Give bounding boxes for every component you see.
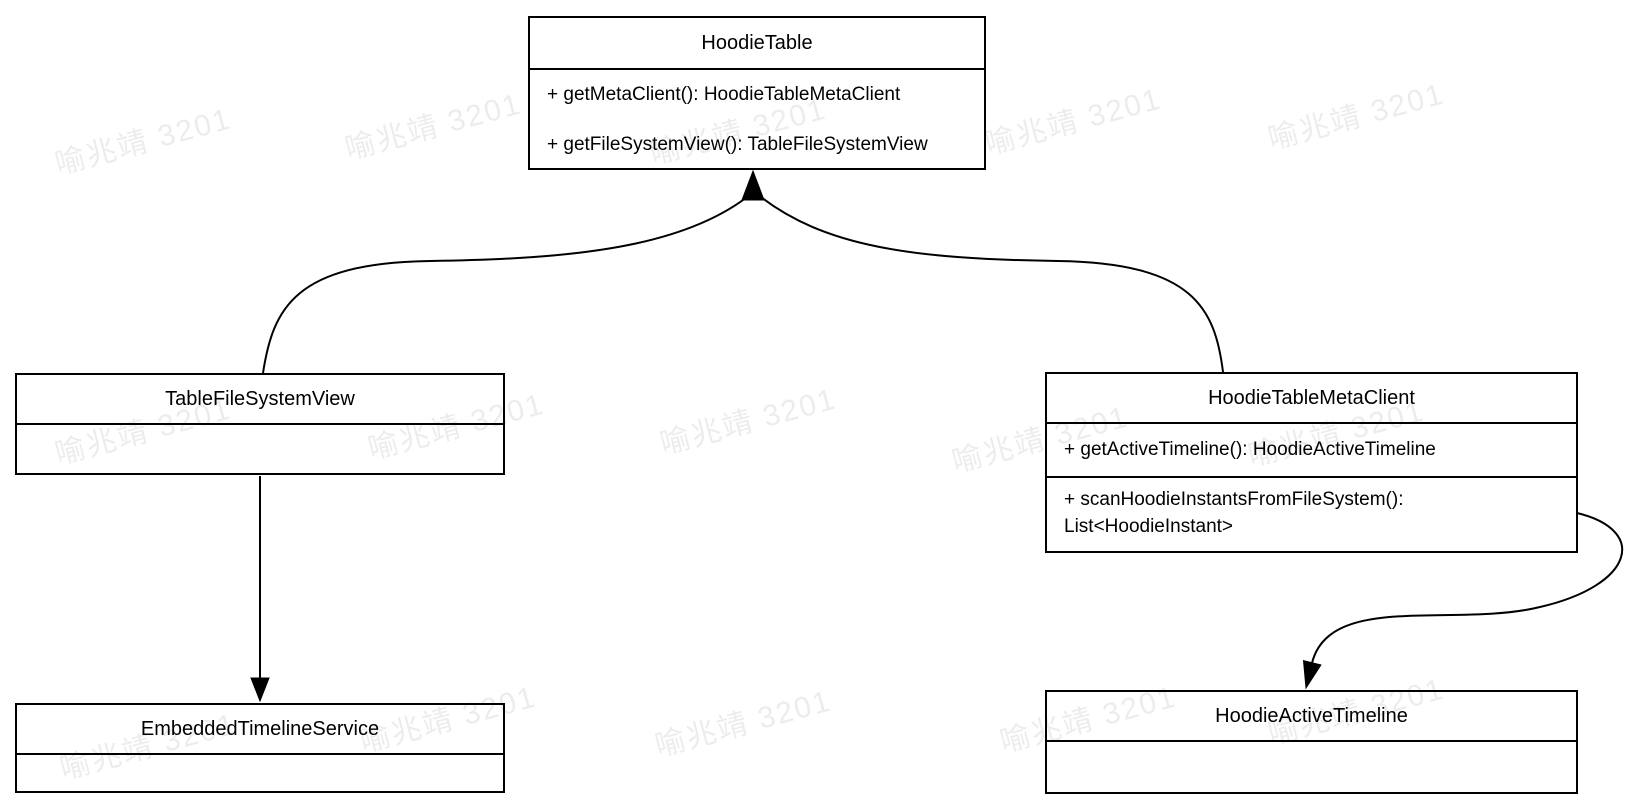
class-methods-compartment: + scanHoodieInstantsFromFileSystem(): Li… bbox=[1047, 476, 1576, 551]
class-title: TableFileSystemView bbox=[165, 387, 355, 410]
method-label: + getFileSystemView(): TableFileSystemVi… bbox=[547, 134, 928, 155]
class-box-tablefilesystemview: TableFileSystemView bbox=[15, 373, 505, 475]
arrowhead-hoodietable bbox=[741, 169, 765, 201]
method-label: + getActiveTimeline(): HoodieActiveTimel… bbox=[1064, 439, 1436, 460]
class-box-hoodietable: HoodieTable + getMetaClient(): HoodieTab… bbox=[528, 16, 986, 170]
arrowhead-embeddedtimelineservice bbox=[250, 677, 270, 703]
method-label: + getMetaClient(): HoodieTableMetaClient bbox=[547, 84, 901, 105]
class-title: HoodieActiveTimeline bbox=[1215, 704, 1408, 727]
arrow-tablefilesystemview-to-hoodietable bbox=[262, 193, 752, 374]
class-box-hoodietablemetaclient: HoodieTableMetaClient + getActiveTimelin… bbox=[1045, 372, 1578, 553]
arrowhead-hoodieactivetimeline bbox=[1302, 659, 1322, 690]
class-box-hoodieactivetimeline: HoodieActiveTimeline bbox=[1045, 690, 1578, 794]
class-empty-compartment bbox=[17, 753, 503, 789]
class-title: HoodieTable bbox=[701, 31, 813, 54]
class-empty-compartment bbox=[17, 423, 503, 471]
method-label: + scanHoodieInstantsFromFileSystem(): Li… bbox=[1064, 489, 1404, 537]
arrow-metaclient-to-hoodietable bbox=[756, 193, 1224, 373]
class-methods-compartment: + getMetaClient(): HoodieTableMetaClient… bbox=[530, 68, 984, 170]
class-empty-compartment bbox=[1047, 740, 1576, 790]
class-box-embeddedtimelineservice: EmbeddedTimelineService bbox=[15, 703, 505, 793]
class-title: EmbeddedTimelineService bbox=[140, 717, 380, 740]
class-methods-compartment: + getActiveTimeline(): HoodieActiveTimel… bbox=[1047, 422, 1576, 476]
class-title: HoodieTableMetaClient bbox=[1208, 386, 1415, 409]
